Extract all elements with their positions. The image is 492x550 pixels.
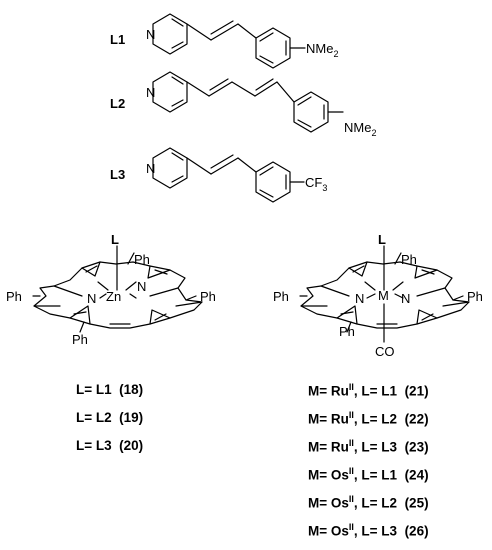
m-n-right: N xyxy=(401,291,410,306)
zn-ph-top: Ph xyxy=(134,252,150,267)
zn-compound-18: L= L1 (18) xyxy=(76,382,144,397)
m-macrocycle xyxy=(300,261,470,329)
m-ph-right: Ph xyxy=(467,289,483,304)
zn-metal: Zn xyxy=(106,289,121,304)
m-compound-23: M= RuII, L= L3 (23) xyxy=(308,438,429,455)
l2-pyridine-ring xyxy=(152,71,188,113)
m-metal: M xyxy=(378,288,389,303)
m-ph-bottom: Ph xyxy=(339,324,355,339)
ligand-l1-label: L1 xyxy=(110,32,125,47)
l1-benzene-ring xyxy=(255,27,291,69)
m-compound-24: M= OsII, L= L1 (24) xyxy=(308,466,429,483)
zn-porphyrin-structure: L N N Zn Ph Ph Ph Ph xyxy=(6,232,216,347)
ligand-l3: L3 N CF3 xyxy=(110,147,327,203)
l2-nme2-text: NMe xyxy=(344,120,371,135)
zn-axial-l: L xyxy=(111,232,119,247)
zn-compound-19: L= L2 (19) xyxy=(76,410,144,425)
m-compound-22: M= RuII, L= L2 (22) xyxy=(308,410,429,427)
l2-pyridine-n: N xyxy=(146,85,155,100)
zn-ph-left: Ph xyxy=(6,289,22,304)
m-co-label: CO xyxy=(375,344,395,359)
l3-cf3-text: CF xyxy=(305,175,322,190)
svg-text:NMe2: NMe2 xyxy=(306,41,338,59)
svg-text:NMe2: NMe2 xyxy=(344,120,376,138)
m-porphyrin-structure: L N N M CO Ph Ph Ph Ph xyxy=(273,232,483,359)
zn-n-right: N xyxy=(137,279,146,294)
l1-nme2-text: NMe xyxy=(306,41,333,56)
l3-benzene-ring xyxy=(255,161,291,203)
svg-text:CF3: CF3 xyxy=(305,175,327,193)
ligand-l3-label: L3 xyxy=(110,167,125,182)
m-compound-21: M= RuII, L= L1 (21) xyxy=(308,382,429,399)
l1-pyridine-n: N xyxy=(146,27,155,42)
m-ph-left: Ph xyxy=(273,289,289,304)
zn-macrocycle xyxy=(33,261,203,329)
m-compound-26: M= OsII, L= L3 (26) xyxy=(308,522,429,539)
m-axial-l: L xyxy=(378,232,386,247)
m-n-left: N xyxy=(355,291,364,306)
zn-compound-20: L= L3 (20) xyxy=(76,438,144,453)
l2-benzene-ring xyxy=(293,91,329,133)
ligand-l2-label: L2 xyxy=(110,96,125,111)
l3-pyridine-n: N xyxy=(146,161,155,176)
m-ph-top: Ph xyxy=(401,252,417,267)
l3-pyridine-ring xyxy=(152,147,188,189)
ligand-l1: L1 N NMe2 xyxy=(110,13,338,69)
l1-pyridine-ring xyxy=(152,13,188,55)
ligand-l2: L2 N NMe2 xyxy=(110,71,376,138)
zn-ph-right: Ph xyxy=(200,289,216,304)
zn-n-left: N xyxy=(87,291,96,306)
m-compound-25: M= OsII, L= L2 (25) xyxy=(308,494,429,511)
zn-ph-bottom: Ph xyxy=(72,332,88,347)
